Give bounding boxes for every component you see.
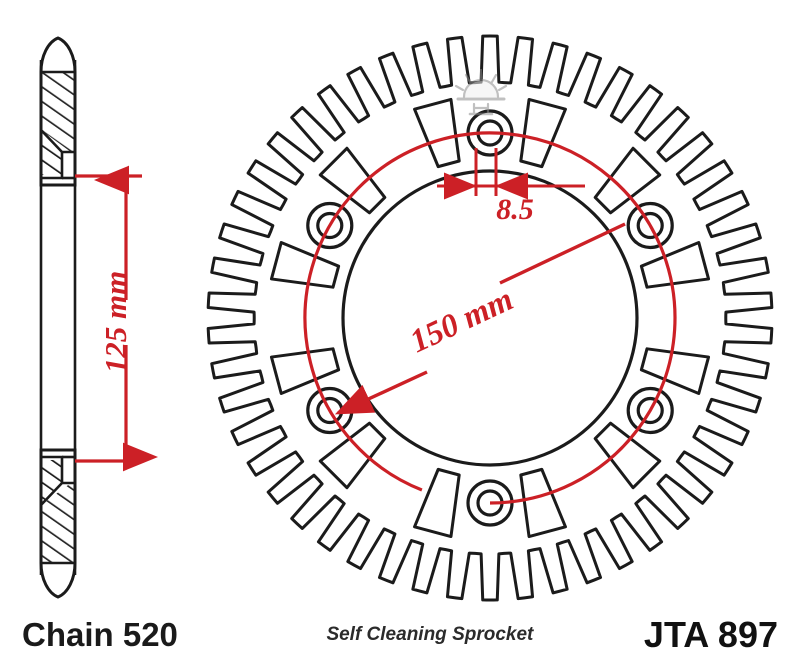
- mud-relief-cutout: [269, 347, 341, 395]
- mud-relief-cutout: [318, 146, 387, 215]
- mud-relief-cutout: [639, 347, 711, 395]
- tagline-label: Self Cleaning Sprocket: [326, 624, 534, 645]
- mud-relief-cutout: [413, 97, 461, 169]
- dimension-150mm-label: 150 mm: [405, 282, 519, 361]
- mud-relief-cutout: [413, 467, 461, 539]
- dimension-8p5-label: 8.5: [496, 193, 534, 226]
- dimension-125mm: 125 mm: [75, 165, 158, 472]
- side-top-tooth-section: [39, 36, 77, 187]
- part-number-label: JTA 897: [643, 614, 778, 655]
- mud-relief-cutout: [593, 146, 662, 215]
- mud-relief-cutouts: [269, 97, 711, 539]
- side-bottom-tooth-section: [39, 448, 77, 599]
- dimension-125mm-label: 125 mm: [98, 271, 133, 373]
- dimension-150mm: 150 mm: [334, 222, 626, 415]
- side-section-view: 125 mm: [39, 36, 158, 599]
- front-view-dimensions: 150 mm 8.5: [303, 131, 677, 505]
- bolt-circle-arc: [303, 131, 677, 505]
- caption-row: Chain 520 Self Cleaning Sprocket JTA 897: [0, 602, 800, 668]
- mud-relief-cutout: [519, 467, 567, 539]
- centre-bore-circle: [341, 169, 639, 467]
- sprocket-teeth-ring: [206, 34, 774, 602]
- mud-relief-cutout: [269, 241, 341, 289]
- mud-relief-cutout: [639, 241, 711, 289]
- mud-relief-cutout: [519, 97, 567, 169]
- mud-relief-cutout: [593, 421, 662, 490]
- mud-relief-cutout: [318, 421, 387, 490]
- dimension-8p5: 8.5: [437, 148, 585, 226]
- sunrise-icon: [454, 68, 508, 116]
- chain-size-label: Chain 520: [22, 616, 178, 653]
